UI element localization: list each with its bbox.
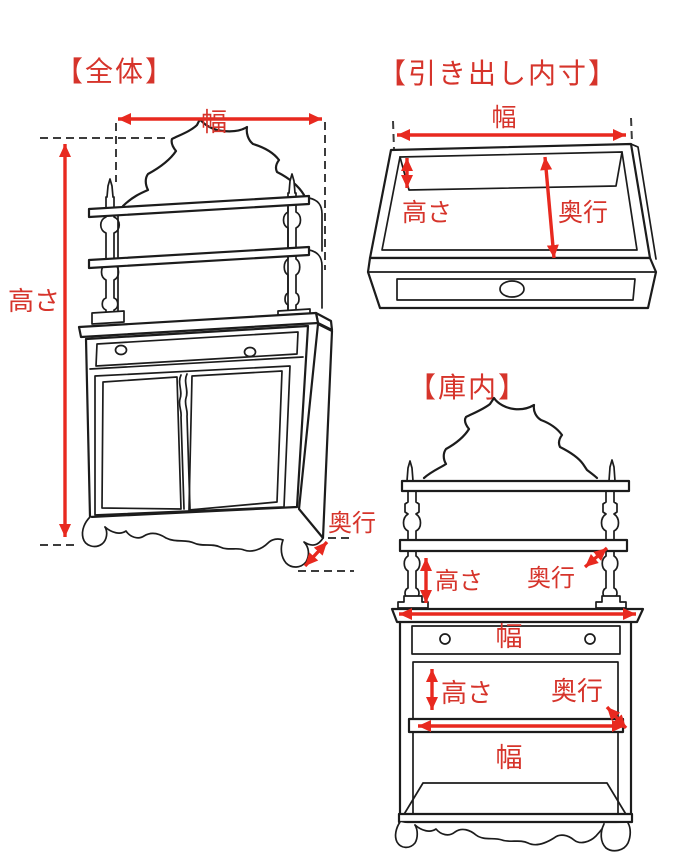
interior-upper-height-label: 高さ xyxy=(435,567,483,595)
overall-depth-arrow xyxy=(303,540,329,568)
interior-top-shelf xyxy=(400,479,631,493)
interior-drawer-knob-left xyxy=(439,633,451,645)
interior-bottom-board xyxy=(397,812,634,824)
upper-shelf xyxy=(87,194,311,219)
left-post-plinth xyxy=(91,310,125,325)
cabinet-interior-section: 【庫内】 xyxy=(390,371,645,852)
cabinet-interior-title: 【庫内】 xyxy=(408,371,528,404)
left-foot xyxy=(81,516,108,548)
interior-bottom-floor xyxy=(402,782,628,817)
drawer-inner-title: 【引き出し内寸】 xyxy=(378,57,618,90)
drawer-illustration xyxy=(366,142,658,310)
interior-opening xyxy=(412,661,619,817)
drawer-height-label: 高さ xyxy=(402,198,452,227)
drawer-knob xyxy=(499,280,525,298)
interior-pediment xyxy=(422,396,599,480)
drawer-band-bottom xyxy=(89,356,304,370)
interior-drawer-front xyxy=(411,625,621,655)
interior-upper-depth-label: 奥行 xyxy=(527,564,575,592)
overall-cabinet-illustration xyxy=(77,117,334,568)
overall-height-label: 高さ xyxy=(8,287,60,317)
drawer-right-tick-dash xyxy=(630,117,633,143)
interior-outer-walls xyxy=(398,620,633,816)
interior-left-plinth xyxy=(397,595,429,609)
drawer-left-tick-dash xyxy=(392,120,395,150)
drawer-front xyxy=(95,331,299,367)
right-finial xyxy=(288,173,296,194)
interior-right-foot xyxy=(600,822,632,852)
interior-right-finial xyxy=(608,459,616,482)
drawer-knob-left xyxy=(114,344,128,356)
shelf-side-rails xyxy=(308,197,323,309)
interior-top-width-label: 幅 xyxy=(496,622,523,653)
drawer-front-panel xyxy=(396,278,636,301)
pediment xyxy=(121,117,308,208)
interior-right-plinth xyxy=(595,595,627,609)
middle-shelf xyxy=(87,245,311,270)
overall-width-label: 幅 xyxy=(201,108,227,138)
door-frame xyxy=(94,365,291,516)
drawer-depth-arrow xyxy=(540,156,559,259)
overall-depth-label: 奥行 xyxy=(328,509,376,537)
apron-scallop xyxy=(104,526,284,552)
drawer-inner-rim xyxy=(381,151,638,251)
interior-left-finial xyxy=(406,460,414,482)
interior-apron-scallop xyxy=(414,823,605,846)
left-post xyxy=(99,196,121,317)
right-door xyxy=(188,370,283,511)
interior-left-foot xyxy=(394,821,419,849)
drawer-inner-section: 【引き出し内寸】 幅 高さ 奥行 xyxy=(366,57,658,310)
interior-second-shelf xyxy=(398,538,629,553)
interior-shelf-width-label: 幅 xyxy=(496,743,523,774)
door-gap xyxy=(178,373,191,510)
interior-lower-height-label: 高さ xyxy=(441,679,493,709)
interior-left-post xyxy=(402,490,422,599)
drawer-width-label: 幅 xyxy=(491,103,516,132)
interior-upper-depth-arrow xyxy=(583,546,609,569)
left-door xyxy=(101,376,182,510)
overall-section: 【全体】 xyxy=(8,55,376,572)
interior-drawer-knob-right xyxy=(584,633,596,645)
drawer-knob-right xyxy=(243,346,257,358)
interior-lower-depth-label: 奥行 xyxy=(551,677,603,707)
drawer-depth-label: 奥行 xyxy=(558,198,608,227)
right-post xyxy=(282,192,302,313)
overall-title: 【全体】 xyxy=(55,55,175,88)
drawer-right-wall-edge xyxy=(630,143,657,260)
left-finial xyxy=(106,178,114,198)
